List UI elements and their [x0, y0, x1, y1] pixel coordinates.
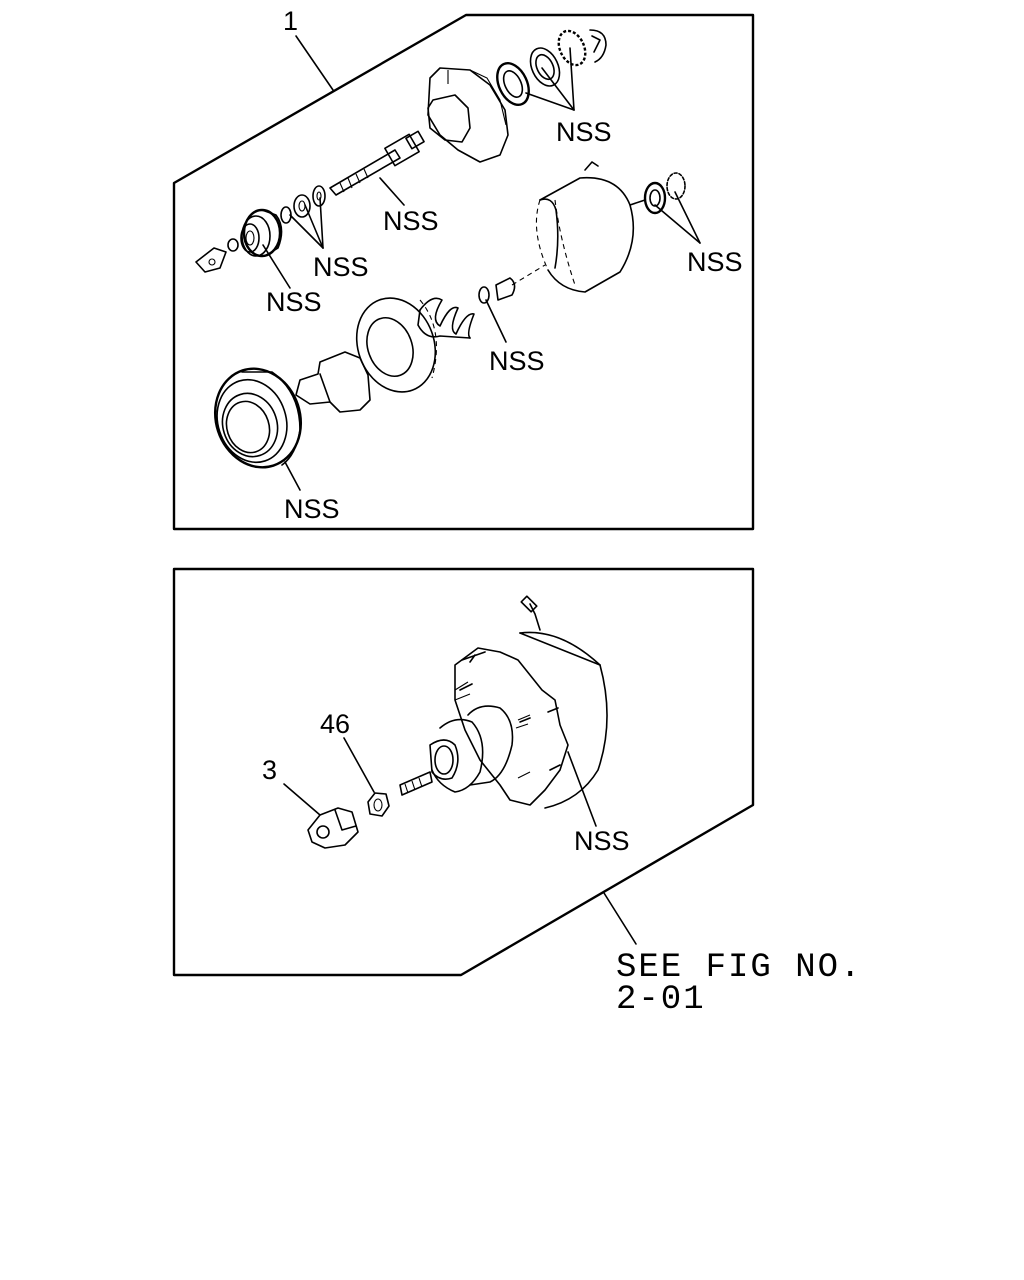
top-bearing-set — [496, 29, 607, 106]
see-fig-reference-line2: 2-01 — [616, 981, 706, 1019]
nss-label-top-bearing: NSS — [556, 117, 612, 147]
lower-leader-lines — [283, 737, 637, 945]
washer-set-left — [280, 185, 326, 224]
left-pulley — [240, 208, 283, 258]
nss-label-pin: NSS — [489, 346, 545, 376]
callout-1: 1 — [283, 6, 298, 36]
nut-46 — [367, 792, 390, 817]
lower-panel-frame — [172, 567, 755, 977]
large-seal — [213, 367, 303, 469]
nss-label-right-bearing: NSS — [687, 247, 743, 277]
nss-label-booster: NSS — [574, 826, 630, 856]
nss-label-pulley: NSS — [266, 287, 322, 317]
diaphragm-plate — [355, 297, 437, 393]
brake-booster-assembly — [399, 595, 608, 809]
nss-label-shaft: NSS — [383, 206, 439, 236]
small-bracket-upper — [195, 238, 239, 273]
right-bearing-set — [643, 172, 686, 215]
see-fig-reference-line1: SEE FIG NO. — [616, 949, 862, 987]
upper-panel-frame — [172, 13, 755, 531]
front-housing — [427, 67, 509, 163]
pin-and-ring — [478, 264, 546, 304]
plunger-shaft — [329, 130, 425, 196]
clevis-bracket-3 — [307, 807, 359, 849]
cylinder-housing — [535, 161, 646, 293]
nss-label-washers: NSS — [313, 252, 369, 282]
nss-label-seal: NSS — [284, 494, 340, 524]
callout-46: 46 — [320, 709, 350, 739]
return-spring — [417, 297, 475, 339]
upper-leader-lines — [262, 35, 701, 491]
callout-3: 3 — [262, 755, 277, 785]
piston-body — [295, 351, 371, 413]
